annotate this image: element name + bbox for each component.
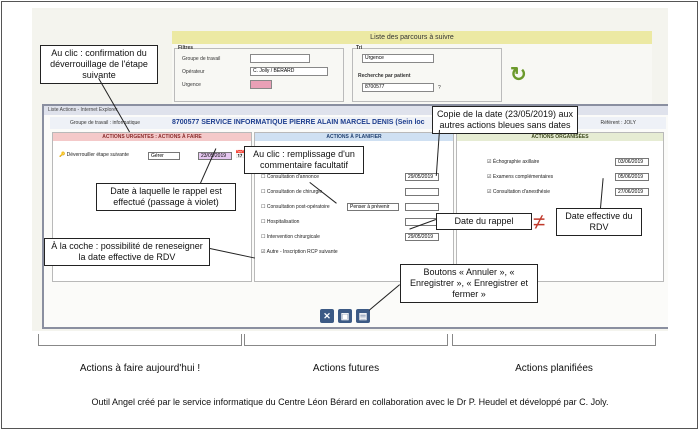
filters-panel: Filtres Groupe de travail Opérateur C. J… <box>172 44 652 104</box>
checkbox[interactable]: ☐ <box>261 234 266 240</box>
urgent-date-field[interactable]: 23/05/2019 <box>198 152 232 160</box>
not-equal-sign: ≠ <box>533 209 546 234</box>
key-icon: 🔑 <box>59 152 66 158</box>
checkbox[interactable]: ☑ <box>487 174 492 180</box>
urgent-action-label: Déverrouiller étape suivante <box>66 152 129 158</box>
popup-titlebar: Liste Actions - Internet Explorer <box>44 106 668 115</box>
callout-rappel-date: Date à laquelle le rappel est effectué (… <box>96 183 236 211</box>
tri-label: Tri <box>356 45 363 51</box>
checkbox[interactable]: ☐ <box>261 189 266 195</box>
organisees-row-label: Examens complémentaires <box>492 174 554 180</box>
planifier-row: ☐ Hospitalisation <box>261 219 299 225</box>
urgence-select[interactable] <box>250 80 272 89</box>
planifier-row-label: Consultation de chirurgie <box>266 189 323 195</box>
tri-select[interactable]: Urgence <box>362 54 434 63</box>
callout-boutons: Boutons « Annuler », « Enregistrer », « … <box>400 264 538 303</box>
brace-left <box>38 334 242 346</box>
gerer-button[interactable]: Gérer <box>148 152 180 160</box>
calendar-icon[interactable]: 📅 <box>235 150 245 159</box>
operateur-label: Opérateur <box>182 69 205 75</box>
groupe-select[interactable] <box>250 54 310 63</box>
checkbox[interactable]: ☐ <box>261 204 266 210</box>
organisees-row-label: Échographie axillaire <box>492 159 540 165</box>
recherche-input[interactable]: 8700577 <box>362 83 434 92</box>
organisees-row: ☑ Échographie axillaire <box>487 159 539 165</box>
operateur-select[interactable]: C. Jolly / BÉRARD <box>250 67 328 76</box>
cancel-button[interactable]: ✕ <box>320 309 334 323</box>
actions-popup: Liste Actions - Internet Explorer Groupe… <box>42 104 668 329</box>
checkbox[interactable]: ☐ <box>261 219 266 225</box>
referent-info: Référent : JOLY <box>600 120 636 126</box>
planifier-header: ACTIONS À PLANIFIER <box>255 133 453 141</box>
callout-date-rappel: Date du rappel <box>436 213 532 230</box>
label-actions-planifiees: Actions planifiées <box>515 363 593 374</box>
planifier-row-label: Intervention chirurgicale <box>266 234 320 240</box>
planifier-row: ☐ Consultation d'annonce <box>261 174 319 180</box>
organisees-date-field[interactable]: 27/06/2019 <box>615 188 649 196</box>
recherche-hint: ? <box>438 85 441 91</box>
brace-right <box>452 334 656 346</box>
planifier-date-field[interactable] <box>405 188 439 196</box>
urgent-header: ACTIONS URGENTES : ACTIONS À FAIRE <box>53 133 251 141</box>
organisees-date-field[interactable]: 05/06/2019 <box>615 173 649 181</box>
organisees-column: ACTIONS ORGANISÉES ☑ Échographie axillai… <box>456 132 664 282</box>
action-buttons: ✕ ▣ ▤ <box>320 309 370 323</box>
groupe-info: Groupe de travail : informatique <box>70 120 141 126</box>
organisees-header: ACTIONS ORGANISÉES <box>457 133 663 141</box>
callout-coche: À la coche : possibilité de reneseigner … <box>44 238 210 266</box>
organisees-date-field[interactable]: 03/06/2019 <box>615 158 649 166</box>
refresh-icon[interactable]: ↻ <box>510 64 527 86</box>
checkbox[interactable]: ☑ <box>487 159 492 165</box>
checkbox[interactable]: ☑ <box>487 189 492 195</box>
urgence-label: Urgence <box>182 82 201 88</box>
planifier-date-field[interactable] <box>405 203 439 211</box>
planifier-row: ☐ Intervention chirurgicale <box>261 234 320 240</box>
label-actions-futures: Actions futures <box>312 363 380 374</box>
recherche-label: Recherche par patient <box>358 73 411 79</box>
callout-confirmation: Au clic : confirmation du déverrouillage… <box>40 45 158 84</box>
service-title: 8700577 SERVICE INFORMATIQUE PIERRE ALAI… <box>172 119 425 126</box>
planifier-date-field[interactable]: 29/05/2019 <box>405 233 439 241</box>
checkbox[interactable]: ☐ <box>261 174 266 180</box>
planifier-row-label: Consultation post-opératoire <box>266 204 330 210</box>
figure-caption: Outil Angel créé par le service informat… <box>91 397 609 407</box>
planifier-date-field[interactable]: 29/05/2019 <box>405 173 439 181</box>
label-actions-faire: Actions à faire aujourd'hui ! <box>79 363 201 374</box>
planifier-row-label: Hospitalisation <box>266 219 300 225</box>
callout-commentaire: Au clic : remplissage d'un commentaire f… <box>244 146 364 174</box>
brace-middle <box>244 334 448 346</box>
filters-label: Filtres <box>178 45 194 51</box>
callout-copie: Copie de la date (23/05/2019) aux autres… <box>432 106 578 134</box>
save-button[interactable]: ▣ <box>338 309 352 323</box>
urgent-row: 🔑 Déverrouiller étape suivante <box>59 152 129 158</box>
planifier-row-label: Consultation d'annonce <box>266 174 319 180</box>
planifier-row-label: Autre - Inscription RCP suivante <box>266 249 338 255</box>
planifier-row: ☐ Consultation post-opératoire <box>261 204 330 210</box>
organisees-row: ☑ Consultation d'anesthésie <box>487 189 550 195</box>
planifier-row: ☐ Consultation de chirurgie <box>261 189 322 195</box>
tri-box <box>352 48 502 102</box>
list-header: Liste des parcours à suivre <box>172 31 652 44</box>
filters-box <box>174 48 344 102</box>
checkbox[interactable]: ☑ <box>261 249 266 255</box>
callout-date-effective: Date effective du RDV <box>556 208 642 236</box>
groupe-label: Groupe de travail <box>182 56 221 62</box>
save-close-button[interactable]: ▤ <box>356 309 370 323</box>
organisees-row: ☑ Examens complémentaires <box>487 174 553 180</box>
organisees-row-label: Consultation d'anesthésie <box>492 189 550 195</box>
planifier-row: ☑ Autre - Inscription RCP suivante <box>261 249 338 255</box>
commentaire-field[interactable]: Penser à prévenir <box>347 203 399 211</box>
screenshot-area: Liste des parcours à suivre Filtres Grou… <box>32 8 668 331</box>
